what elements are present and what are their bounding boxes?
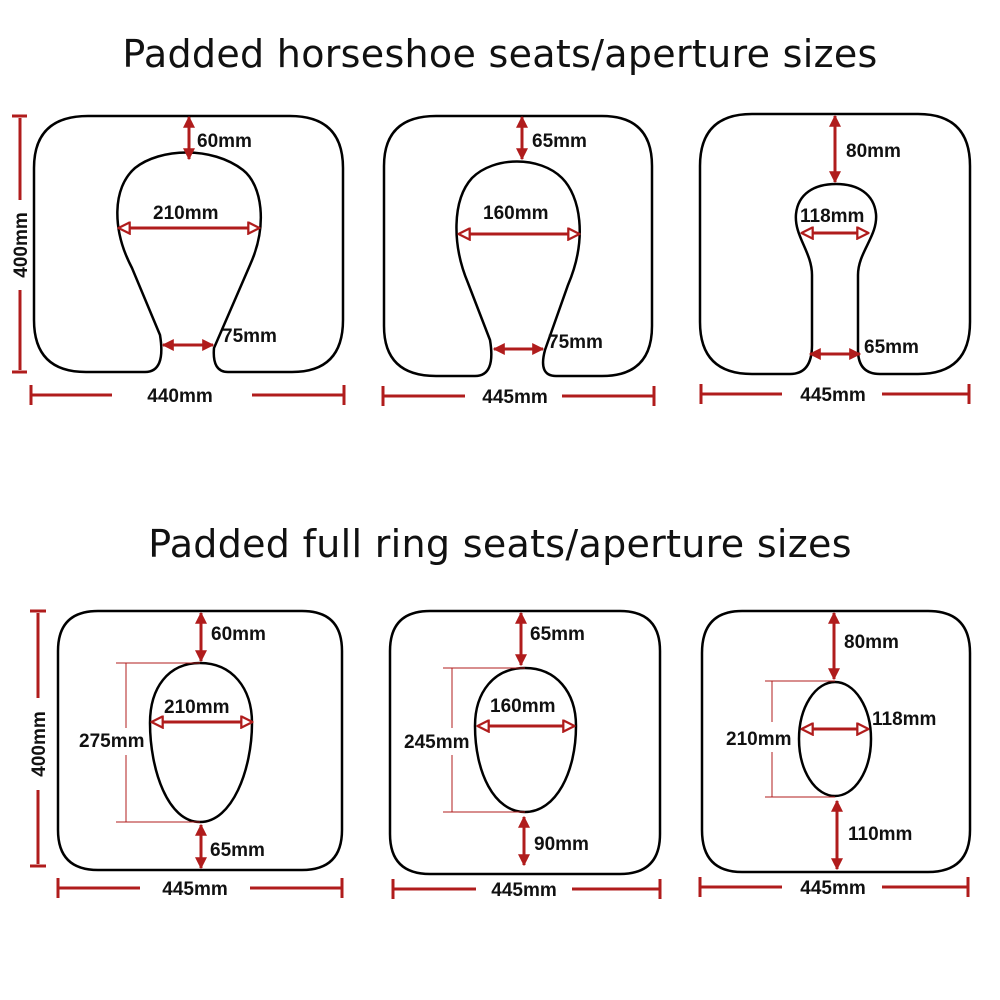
full-ring-seat-1-bottom-margin-label: 65mm — [210, 840, 265, 861]
full-ring-seat-1-top-margin-label: 60mm — [211, 624, 266, 645]
full-ring-seat-2-top-margin-label: 65mm — [530, 624, 585, 645]
horseshoe-seat-3-outline — [698, 112, 972, 376]
horseshoe-seat-3-opening-label: 65mm — [864, 337, 919, 358]
full-ring-seat-1-aperture-width-label: 210mm — [164, 697, 230, 718]
full-ring-seat-2: 65mm 160mm 245mm 90mm 445mm — [388, 609, 662, 901]
full-ring-seat-1: 60mm 210mm 275mm 65mm 400mm 445mm — [29, 609, 344, 900]
horseshoe-seat-1-top-margin-label: 60mm — [197, 131, 252, 152]
full-ring-seat-3-width-label: 445mm — [800, 878, 866, 899]
full-ring-seat-2-aperture-length-label: 245mm — [404, 732, 470, 753]
full-ring-seat-1-width-label: 445mm — [162, 879, 228, 900]
full-ring-section-title: Padded full ring seats/aperture sizes — [148, 522, 852, 566]
horseshoe-seat-1-aperture-width-label: 210mm — [153, 203, 219, 224]
horseshoe-seat-3-aperture-width-label: 118mm — [800, 206, 864, 227]
full-ring-seat-3-bottom-margin-label: 110mm — [848, 824, 912, 845]
full-ring-seat-3: 80mm 118mm 210mm 110mm 445mm — [698, 609, 972, 899]
horseshoe-seat-2-width-label: 445mm — [482, 387, 548, 408]
full-ring-seat-2-aperture — [473, 666, 578, 814]
full-ring-seat-2-bottom-margin-label: 90mm — [534, 834, 589, 855]
full-ring-seat-3-aperture-length-label: 210mm — [726, 729, 792, 750]
full-ring-seat-1-aperture-length-label: 275mm — [79, 731, 145, 752]
full-ring-seat-3-top-margin-label: 80mm — [844, 632, 899, 653]
horseshoe-seat-2-opening-label: 75mm — [548, 332, 603, 353]
horseshoe-seat-1-height-label: 400mm — [11, 212, 32, 278]
horseshoe-seat-1-width-label: 440mm — [147, 386, 213, 407]
full-ring-seat-3-aperture — [797, 680, 873, 798]
horseshoe-seat-2-aperture-width-label: 160mm — [483, 203, 549, 224]
full-ring-seat-2-width-label: 445mm — [491, 880, 557, 901]
horseshoe-seat-1-opening-label: 75mm — [222, 326, 277, 347]
full-ring-seat-1-height-label: 400mm — [29, 711, 50, 777]
horseshoe-seat-3-width-label: 445mm — [800, 385, 866, 406]
horseshoe-seat-2: 65mm 160mm 75mm 445mm — [381, 114, 656, 408]
horseshoe-seat-3-top-margin-label: 80mm — [846, 141, 901, 162]
horseshoe-section-title: Padded horseshoe seats/aperture sizes — [122, 32, 878, 76]
full-ring-seat-2-aperture-width-label: 160mm — [490, 696, 556, 717]
full-ring-seat-3-aperture-width-label: 118mm — [872, 709, 936, 730]
horseshoe-seat-3: 80mm 118mm 65mm 445mm — [698, 112, 972, 406]
horseshoe-seat-2-top-margin-label: 65mm — [532, 131, 587, 152]
horseshoe-seat-1: 60mm 210mm 75mm 400mm 440mm — [11, 114, 346, 407]
horseshoe-seat-2-outline — [382, 114, 654, 378]
